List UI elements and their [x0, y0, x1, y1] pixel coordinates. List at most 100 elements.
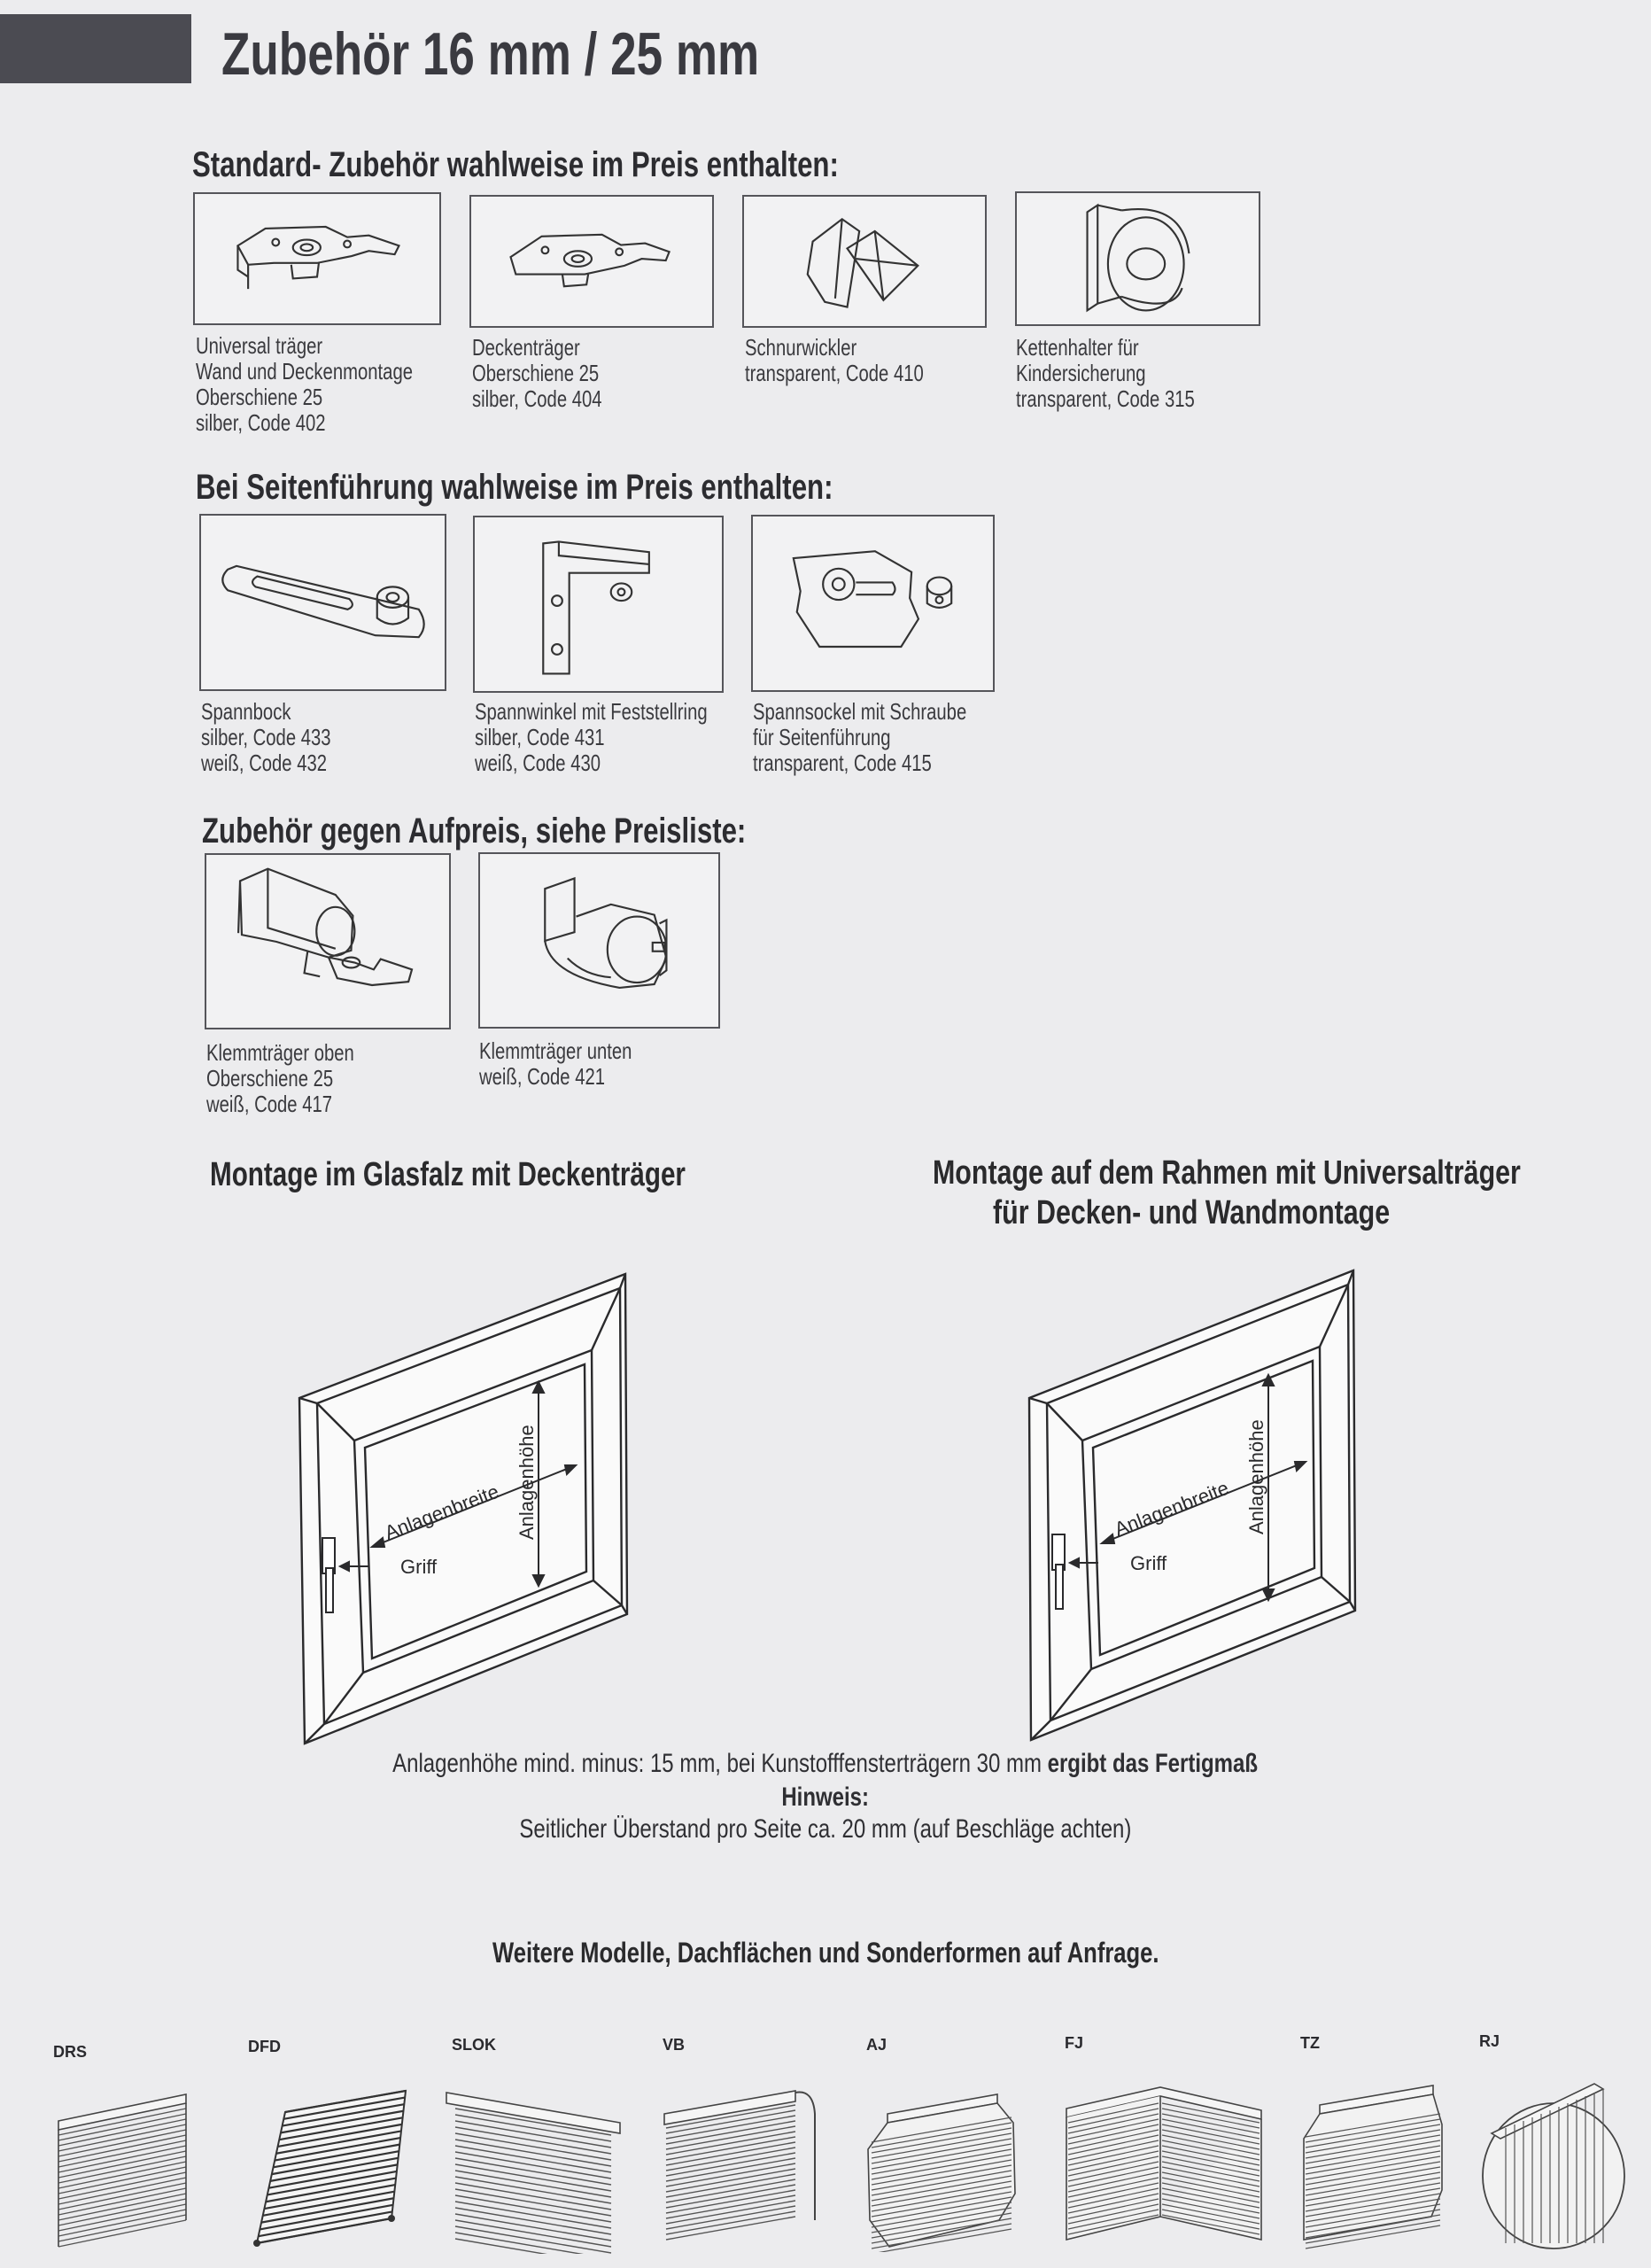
- blind-slat: [1067, 2203, 1159, 2225]
- blind-slat: [1161, 2134, 1260, 2155]
- blind-slat: [454, 2145, 612, 2173]
- blind-slat: [58, 2209, 187, 2237]
- blind-slat: [58, 2214, 187, 2242]
- window-frame-illustration: Anlagenbreite Anlagenhöhe Griff: [298, 1272, 629, 1745]
- blind-slat: [454, 2213, 612, 2241]
- blind-slat: [1161, 2161, 1260, 2182]
- blind-slat: [871, 2207, 1012, 2233]
- blind-slat: [58, 2118, 187, 2147]
- blind-slat: [1161, 2193, 1260, 2214]
- blind-slat: [665, 2104, 796, 2129]
- blind-slat: [269, 2156, 399, 2182]
- blind-slat: [1067, 2171, 1159, 2193]
- hint-text: Seitlicher Überstand pro Seite ca. 20 mm…: [519, 1814, 1132, 1844]
- caption-clamp-bracket-bottom: Klemmträger unten weiß, Code 421: [479, 1037, 632, 1090]
- blind-slat: [1305, 2171, 1441, 2196]
- window-diagram-frame: Anlagenbreite Anlagenhöhe Griff: [1010, 1258, 1382, 1754]
- blind-slat: [1067, 2177, 1159, 2198]
- blind-slat: [871, 2143, 1012, 2170]
- blind-slat: [1305, 2166, 1441, 2191]
- blind-slat: [1067, 2140, 1159, 2161]
- blind-slat: [665, 2125, 796, 2150]
- blind-dfd-icon: [253, 2089, 407, 2247]
- blind-slat: [283, 2096, 406, 2120]
- blind-slat: [1305, 2161, 1441, 2186]
- blind-slat: [1305, 2155, 1441, 2180]
- blind-slat: [275, 2130, 402, 2155]
- blind-slat: [871, 2218, 1012, 2244]
- blind-slat: [871, 2180, 1012, 2207]
- window-frame-illustration-frame: Anlagenbreite Anlagenhöhe Griff: [1027, 1269, 1357, 1742]
- blind-slat: [1161, 2182, 1260, 2203]
- blind-rj-icon: [1482, 2083, 1625, 2249]
- measurement-note-bold: ergibt das Fertigmaß: [1048, 1749, 1259, 1778]
- blind-slat: [1161, 2118, 1260, 2140]
- blind-fj-icon: [1066, 2086, 1262, 2241]
- clamp-bracket-top-icon: [236, 867, 414, 987]
- blind-slat: [58, 2108, 187, 2136]
- blind-slat: [58, 2187, 187, 2216]
- blind-slat: [1161, 2209, 1260, 2230]
- blind-slat: [1161, 2198, 1260, 2219]
- blind-tz-icon: [1303, 2085, 1443, 2249]
- blind-slat: [1067, 2214, 1159, 2235]
- blind-slat: [1161, 2108, 1260, 2129]
- model-code-aj: AJ: [866, 2036, 888, 2054]
- product-image-cord-winder: [742, 195, 987, 328]
- blind-slat: [1161, 2203, 1260, 2225]
- label-height: Anlagenhöhe: [515, 1425, 538, 1540]
- caption-tension-block: Spannbock silber, Code 433 weiß, Code 43…: [201, 698, 331, 776]
- model-thumb-rj: [1479, 2078, 1630, 2256]
- blind-slat: [1305, 2134, 1441, 2159]
- blind-slok-icon: [446, 2092, 621, 2266]
- blind-slat: [454, 2163, 612, 2192]
- blind-slat: [1067, 2129, 1159, 2150]
- blind-slat: [279, 2117, 403, 2141]
- blind-slat: [871, 2175, 1012, 2202]
- model-thumb-drs: [53, 2091, 195, 2250]
- blind-slat: [665, 2157, 796, 2182]
- blind-slat: [665, 2184, 796, 2209]
- blind-slat: [58, 2161, 187, 2189]
- blind-slat: [665, 2200, 796, 2225]
- blind-slat: [273, 2143, 400, 2169]
- model-code-fj: FJ: [1065, 2034, 1084, 2052]
- model-code-vb: VB: [663, 2036, 686, 2054]
- blind-slat: [1067, 2145, 1159, 2166]
- blind-slat: [1305, 2225, 1441, 2249]
- window-diagram-glass-rebate: Anlagenbreite Anlagenhöhe Griff: [283, 1258, 655, 1754]
- blind-slat: [871, 2170, 1012, 2196]
- blind-aj-icon: [867, 2093, 1016, 2255]
- product-image-tension-block: [199, 514, 446, 691]
- product-image-tension-socket: [751, 515, 995, 692]
- model-code-slok: SLOK: [452, 2036, 497, 2054]
- blind-slat: [264, 2184, 396, 2210]
- model-thumb-vb: [663, 2087, 822, 2252]
- blind-slat: [871, 2196, 1012, 2223]
- blind-slat: [58, 2113, 187, 2141]
- blind-slat: [871, 2159, 1012, 2186]
- blind-slat: [1305, 2129, 1441, 2154]
- blind-slat: [1305, 2140, 1441, 2164]
- model-code-rj: RJ: [1479, 2032, 1500, 2050]
- blind-slat: [58, 2150, 187, 2179]
- blind-slat: [1305, 2203, 1441, 2228]
- blind-slat: [58, 2166, 187, 2194]
- models-heading: Weitere Modelle, Dachflächen und Sonderf…: [492, 1937, 1159, 1969]
- blind-slat: [1305, 2193, 1441, 2218]
- caption-clamp-bracket-top: Klemmträger oben Oberschiene 25 weiß, Co…: [206, 1039, 354, 1117]
- blind-slat: [1305, 2219, 1441, 2244]
- blind-slat: [1161, 2187, 1260, 2209]
- blind-slat: [454, 2120, 612, 2148]
- blind-slat: [58, 2145, 187, 2173]
- blind-slat: [1067, 2161, 1159, 2182]
- blind-slat: [454, 2132, 612, 2161]
- blind-slat: [1067, 2118, 1159, 2140]
- blind-slat: [1161, 2113, 1260, 2134]
- section-heading-surcharge: Zubehör gegen Aufpreis, siehe Preisliste…: [202, 812, 747, 850]
- blind-slat: [665, 2205, 796, 2230]
- cord-winder-icon: [806, 217, 919, 308]
- blind-slat: [262, 2190, 395, 2217]
- blind-slat: [1067, 2209, 1159, 2230]
- blind-slat: [871, 2154, 1012, 2180]
